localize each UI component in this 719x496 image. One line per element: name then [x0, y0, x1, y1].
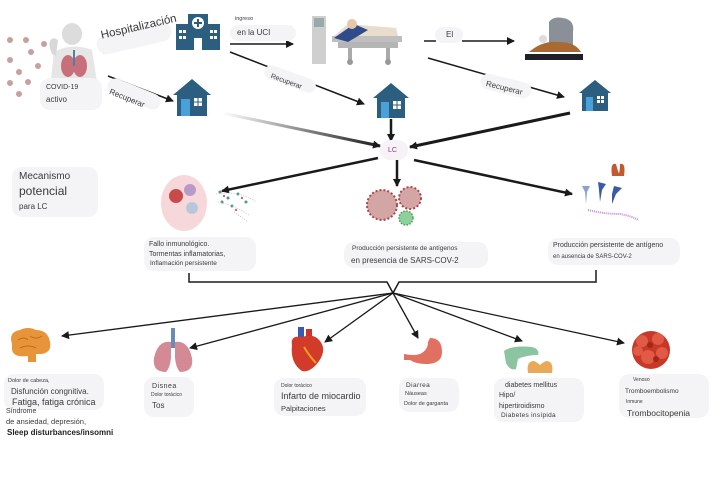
icu-label: en la UCI	[237, 28, 271, 37]
mechanism-immune-line1: Fallo inmunológico.	[149, 241, 210, 248]
lungs-symptom-3: Tos	[152, 401, 165, 410]
mechanism-immune-bg	[144, 237, 256, 271]
blood-clot-icon	[632, 331, 670, 369]
arrow-to-stomach	[392, 292, 419, 339]
covid-label-line1: COVID-19	[46, 84, 79, 91]
brain-symptom-3: Fatiga, fatiga crónica	[12, 397, 96, 407]
bracket-merge	[188, 270, 597, 295]
death-label: El	[446, 30, 454, 39]
icu-label-bg	[230, 25, 296, 41]
mechanism-antigen-present-line2: en presencia de SARS-COV-2	[351, 256, 459, 265]
pancreas-symptom-3: hipertiroidismo	[499, 403, 545, 410]
brain-symptom-6: Sleep disturbances/insomni	[7, 428, 114, 437]
mechanism-antigen-absent-line1: Producción persistente de antígeno	[553, 242, 664, 249]
pancreas-thyroid-icon	[504, 346, 553, 373]
heart-symptom-3: Palpitaciones	[281, 404, 326, 413]
mechanism-immune-line2: Tormentas inflamatorias,	[149, 251, 226, 258]
brain-symptom-5: de ansiedad, depresión,	[6, 417, 87, 426]
icu-small-label: ingreso	[235, 16, 254, 22]
mechanism-panel-bg	[12, 167, 98, 217]
tombstone-icon	[525, 17, 583, 60]
clot-symptom-3: Inmune	[626, 399, 643, 405]
heart-icon	[291, 327, 324, 372]
covid-active-label-bg	[40, 78, 102, 110]
icu-bed-icon	[312, 16, 402, 65]
arrow-to-pancreas	[392, 292, 523, 343]
lc-node	[380, 140, 408, 160]
mechanism-antigen-absent-bg	[548, 238, 680, 265]
home-icon-3	[579, 80, 611, 111]
stomach-symptom-1: Diarrea	[406, 382, 431, 389]
covid-label-line2: activo	[46, 95, 67, 104]
mechanism-title-line2: potencial	[19, 184, 68, 198]
pancreas-symptom-2: Hipo/	[499, 392, 516, 399]
arrow-to-clot	[392, 292, 625, 346]
clot-symptom-4: Trombocitopenia	[627, 408, 690, 418]
arrow-to-heart	[324, 292, 394, 343]
lungs-icon	[153, 328, 193, 372]
clot-symptom-1: Venoso	[633, 377, 650, 383]
pancreas-symptoms-bg	[494, 378, 584, 422]
stomach-symptoms-bg	[399, 378, 459, 412]
lungs-symptom-2: Dolor torácico	[151, 392, 182, 398]
stomach-icon	[404, 338, 442, 364]
immune-cells-icon	[161, 175, 257, 231]
arrow-lc-to-immune	[221, 156, 379, 194]
stomach-symptom-2: Náuseas	[405, 391, 427, 397]
mechanism-antigen-present-line1: Producción persistente de antígenos	[352, 245, 458, 252]
lungs-symptoms-bg	[144, 377, 194, 417]
arrow-to-brain	[61, 292, 394, 340]
mechanism-immune-line3: Inflamación persistente	[150, 260, 217, 267]
coughing-patient-icon	[49, 23, 98, 88]
home-icon-1	[173, 79, 211, 116]
virus-particles-icon	[7, 37, 47, 97]
brain-symptoms-bg	[4, 374, 104, 410]
brain-symptom-2: Disfunción congnitiva.	[11, 387, 89, 396]
brain-symptom-1: Dolor de cabeza,	[8, 378, 50, 384]
mechanism-antigen-absent-line2: en ausencia de SARS-COV-2	[553, 254, 632, 260]
brain-symptom-4: Síndrome	[6, 408, 37, 415]
mechanism-title-line1: Mecanismo	[19, 171, 71, 182]
pancreas-symptom-4: Diabetes insípida	[501, 412, 556, 419]
heart-symptom-2: Infarto de miocardio	[281, 391, 361, 401]
antigen-proteins-icon	[582, 163, 639, 221]
heart-symptom-1: Dolor torácico	[281, 383, 312, 389]
arrow-house3-to-lc	[409, 111, 571, 150]
arrow-house1-to-lc	[221, 111, 381, 149]
arrow-to-lungs	[189, 292, 394, 351]
clot-symptom-2: Tromboembolismo	[625, 388, 679, 395]
lc-node-label: LC	[388, 147, 397, 154]
heart-symptoms-bg	[274, 378, 366, 416]
mechanism-antigen-present-bg	[344, 242, 488, 268]
pancreas-symptom-1: diabetes mellitus	[505, 382, 558, 389]
stomach-symptom-3: Dolor de garganta	[404, 401, 449, 407]
mechanism-title-line3: para LC	[19, 202, 48, 211]
home-icon-2	[373, 83, 409, 118]
sars-cov-2-virus-icon	[366, 186, 422, 226]
hospital-icon	[176, 14, 220, 50]
death-label-bg	[435, 27, 463, 43]
brain-icon	[11, 328, 51, 362]
clot-symptoms-bg	[619, 374, 709, 418]
lungs-symptom-1: Disnea	[152, 383, 177, 390]
arrow-lc-to-antigen-absent	[413, 158, 573, 197]
